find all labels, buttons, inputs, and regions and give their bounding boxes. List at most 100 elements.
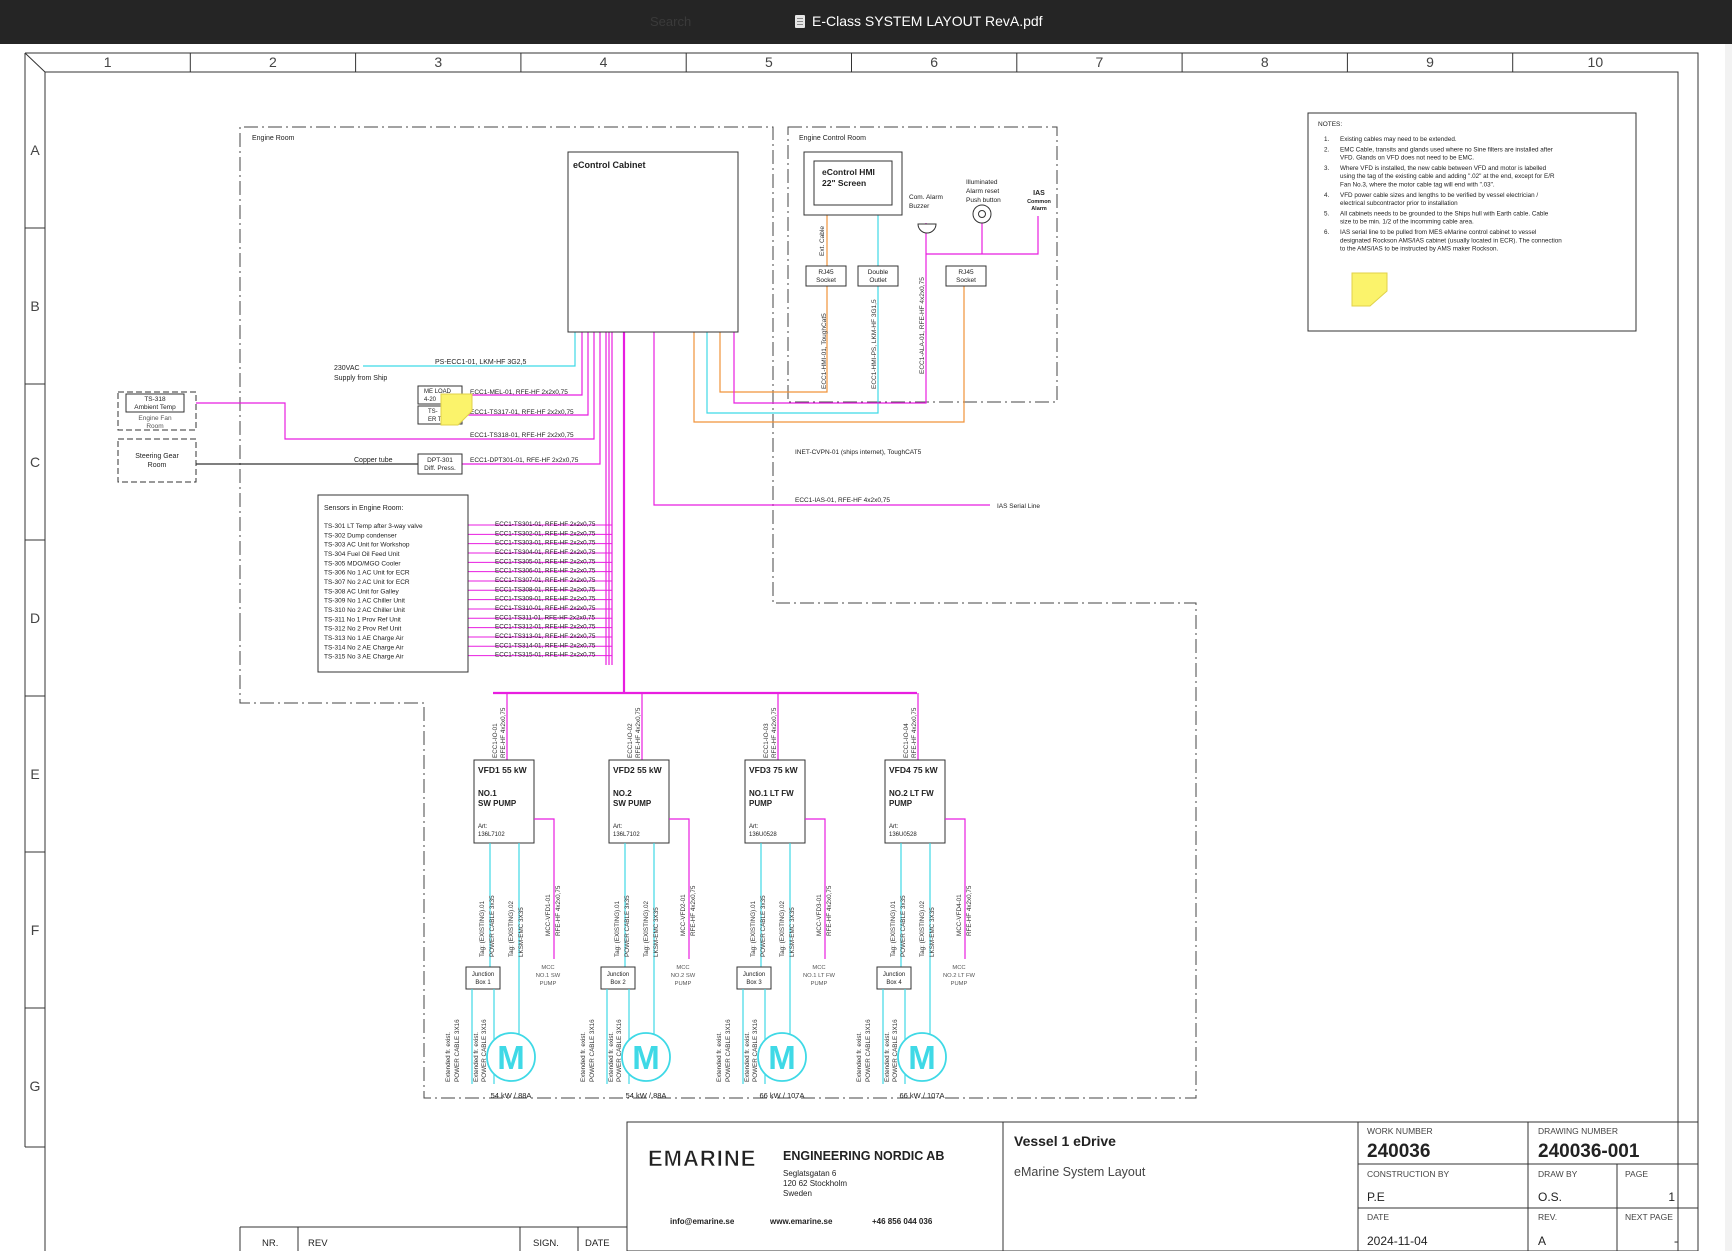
search-field[interactable]: Search bbox=[650, 14, 692, 29]
reset-button-label: Push button bbox=[966, 197, 1001, 204]
vfd-pump-label: NO.2 bbox=[613, 789, 632, 798]
rj45-socket-right bbox=[945, 265, 987, 287]
mcc-label: PUMP bbox=[811, 981, 828, 987]
double-outlet bbox=[857, 265, 899, 287]
next-page-label: NEXT PAGE bbox=[1625, 1212, 1673, 1222]
sensor-name: TS-305 MDO/MGO Cooler bbox=[324, 560, 401, 567]
column-number: 5 bbox=[765, 54, 773, 70]
vfd-title: VFD4 75 kW bbox=[889, 765, 939, 775]
mcc-cable-tag: MCC-VFD4-01 bbox=[956, 894, 963, 936]
ext-type: POWER CABLE 3X16 bbox=[752, 1019, 759, 1082]
dpt-cable bbox=[462, 332, 601, 465]
mcc-cable-type: RFE-HF 4x2x0,75 bbox=[555, 885, 562, 936]
construction-by: P.E bbox=[1367, 1190, 1385, 1204]
note-text: Where VFD is installed, the new cable be… bbox=[1340, 165, 1547, 172]
ext-tag: Extended fr. exist. bbox=[580, 1032, 587, 1082]
vfd-art-label: Art: bbox=[749, 824, 759, 830]
work-number: 240036 bbox=[1367, 1141, 1430, 1162]
mcc-cable-type: RFE-HF 4x2x0,75 bbox=[690, 885, 697, 936]
rj45-right-label: Socket bbox=[956, 277, 976, 284]
sensor-cable-label: ECC1-TS310-01, RFE-HF 2x2x0,75 bbox=[495, 605, 596, 612]
power-tag: Tag: (EXISTING).01 bbox=[614, 901, 621, 957]
mcc-cable-type: RFE-HF 4x2x0,75 bbox=[826, 885, 833, 936]
motor-symbol: M bbox=[768, 1039, 796, 1076]
me-load-cable-label: ECC1-MEL-01, RFE-HF 2x2x0,75 bbox=[470, 389, 568, 396]
note-number: 6. bbox=[1324, 229, 1330, 236]
mcc-cable-tag: MCC-VFD2-01 bbox=[680, 894, 687, 936]
ext-cable-label: Ext. Cable bbox=[819, 226, 826, 256]
sensor-cable-label: ECC1-TS309-01, RFE-HF 2x2x0,75 bbox=[495, 596, 596, 603]
vfd-pump-label: NO.1 bbox=[478, 789, 497, 798]
date-label: DATE bbox=[1367, 1212, 1389, 1222]
sensor-name: TS-315 No 3 AE Charge Air bbox=[324, 654, 404, 661]
fan-room-label: Engine Fan bbox=[138, 415, 172, 422]
sensor-name: TS-313 No 1 AE Charge Air bbox=[324, 635, 404, 642]
draw-by: O.S. bbox=[1538, 1190, 1562, 1204]
sensor-name: TS-306 No 1 AC Unit for ECR bbox=[324, 570, 410, 577]
vfd-title: VFD3 75 kW bbox=[749, 765, 799, 775]
junction-box-label: Junction bbox=[743, 972, 765, 978]
vfd-art-label: 136L7102 bbox=[613, 832, 640, 838]
mcc-cable bbox=[669, 818, 690, 959]
dpt-label: Diff. Press. bbox=[424, 465, 456, 472]
ts318-sensor bbox=[125, 393, 185, 413]
ias-serial-label: IAS Serial Line bbox=[997, 503, 1040, 510]
junction-box-label: Junction bbox=[472, 972, 494, 978]
revision-nr-header: NR. bbox=[262, 1238, 278, 1249]
ts318-cable-label: ECC1-TS318-01, RFE-HF 2x2x0,75 bbox=[470, 432, 574, 439]
motor-symbol: M bbox=[908, 1039, 936, 1076]
ts318-label: Ambient Temp bbox=[134, 404, 176, 411]
hmi-cable bbox=[719, 266, 828, 393]
ext-tag: Extended fr. exist. bbox=[884, 1032, 891, 1082]
dpt-cable-label: ECC1-DPT301-01, RFE-HF 2x2x0,75 bbox=[470, 457, 579, 464]
sensor-cable-label: ECC1-TS301-01, RFE-HF 2x2x0,75 bbox=[495, 521, 596, 528]
supply-cable-label: PS-ECC1-01, LKM-HF 3G2,5 bbox=[435, 359, 527, 366]
power-tag: Tag: (EXISTING).01 bbox=[750, 901, 757, 957]
mcc-cable bbox=[534, 818, 555, 959]
io-cable-type: RFE-HF 4x2x0,75 bbox=[911, 707, 918, 758]
mcc-label: MCC bbox=[676, 965, 689, 971]
ext-tag: Extended fr. exist. bbox=[744, 1032, 751, 1082]
sensor-cable-label: ECC1-TS302-01, RFE-HF 2x2x0,75 bbox=[495, 530, 596, 537]
sensor-name: TS-303 AC Unit for Workshop bbox=[324, 542, 410, 549]
supply-source-label: Supply from Ship bbox=[334, 375, 387, 382]
reset-button-label: Illuminated bbox=[966, 179, 998, 186]
draw-by-label: DRAW BY bbox=[1538, 1169, 1578, 1179]
vfd-art-label: Art: bbox=[478, 824, 488, 830]
note-text: EMC Cable, transits and glands used wher… bbox=[1340, 146, 1553, 153]
note-text: to the AMS/IAS to be instructed by AMS m… bbox=[1340, 246, 1498, 253]
ext-tag: Extended fr. exist. bbox=[716, 1032, 723, 1082]
title-block-frame bbox=[626, 1121, 1699, 1251]
vfd-art-label: Art: bbox=[889, 824, 899, 830]
alarm-cable-label: ECC1-ALA-01, RFE-HF 4x2x0,75 bbox=[919, 277, 926, 374]
scrollbar[interactable] bbox=[1725, 44, 1732, 1251]
vfd-box bbox=[744, 759, 806, 844]
motor-symbol: M bbox=[497, 1039, 525, 1076]
emc-type: LKSM-EMC 3X35 bbox=[789, 907, 796, 957]
motor-rating: 54 kW / 88A bbox=[626, 1091, 667, 1100]
power-type: POWER CABLE 3x35 bbox=[760, 895, 767, 957]
junction-box bbox=[736, 966, 772, 990]
internet-cable-label: INET-CVPN-01 (ships internet), ToughCAT5 bbox=[795, 449, 922, 456]
ias-common-label: Common bbox=[1027, 199, 1051, 205]
hmi-power-cable bbox=[706, 266, 879, 414]
double-outlet-label: Outlet bbox=[869, 277, 887, 284]
motor-rating: 66 kW / 107A bbox=[899, 1091, 944, 1100]
page-number: 1 bbox=[1668, 1190, 1675, 1204]
ext-type: POWER CABLE 3X16 bbox=[725, 1019, 732, 1082]
ext-type: POWER CABLE 3X16 bbox=[865, 1019, 872, 1082]
sensor-cable-label: ECC1-TS314-01, RFE-HF 2x2x0,75 bbox=[495, 642, 596, 649]
motor-rating: 66 kW / 107A bbox=[759, 1091, 804, 1100]
alarm-buzzer-label: Buzzer bbox=[909, 203, 930, 210]
sensor-cable-label: ECC1-TS315-01, RFE-HF 2x2x0,75 bbox=[495, 652, 596, 659]
mcc-cable-tag: MCC-VFD3-01 bbox=[816, 894, 823, 936]
dpt-label: DPT-301 bbox=[427, 457, 453, 464]
me-load-cable bbox=[462, 332, 583, 396]
io-cable-tag: ECC1-IO-04 bbox=[903, 723, 910, 758]
note-number: 5. bbox=[1324, 210, 1330, 217]
io-cable-type: RFE-HF 4x2x0,75 bbox=[500, 707, 507, 758]
